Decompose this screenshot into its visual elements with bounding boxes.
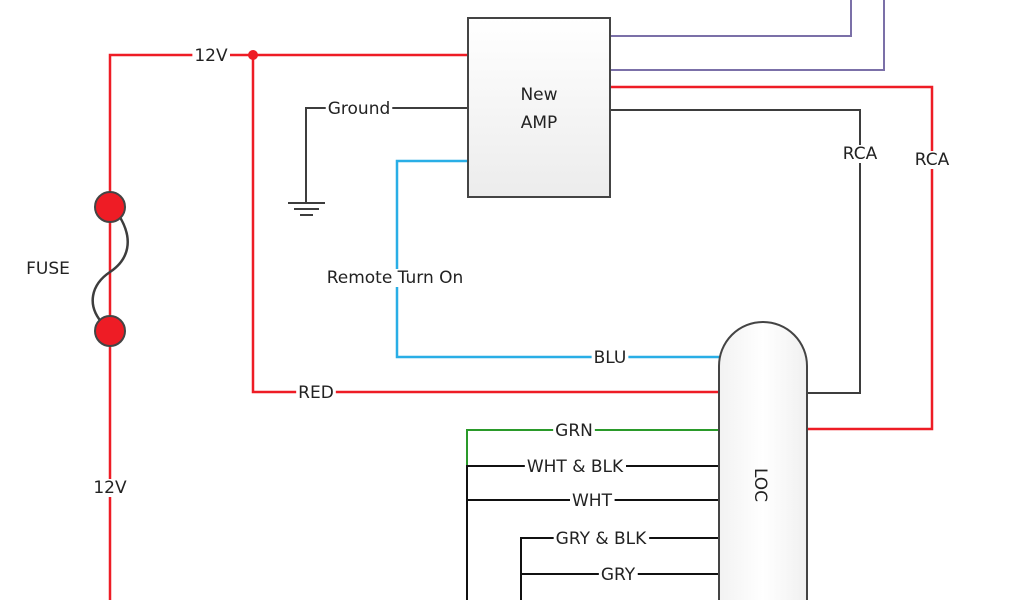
wire-rca-black <box>610 109 861 394</box>
amp-label-line2: AMP <box>521 113 558 133</box>
fuse-label: FUSE <box>26 259 70 279</box>
fuse-terminal-bottom <box>94 315 126 347</box>
wire-rca-red <box>610 85 934 431</box>
wire-label-grn: GRN <box>555 421 593 441</box>
wire-gry-blk <box>520 537 720 600</box>
amp-box <box>467 17 611 198</box>
wire-label-bg <box>570 492 615 510</box>
wire-red-branch <box>251 55 720 394</box>
wire-label-bg <box>840 145 880 163</box>
wire-label-rca2: RCA <box>915 150 950 170</box>
junction-dot <box>248 50 258 60</box>
wire-label-bg <box>325 100 393 118</box>
fuse-terminal-top <box>94 191 126 223</box>
wire-label-bg <box>912 151 952 169</box>
wire-label-ground: Ground <box>328 99 391 119</box>
wire-label-bg <box>553 422 595 440</box>
wire-grn <box>466 429 720 466</box>
wire-remote <box>395 159 720 359</box>
wire-label-v12-bottom: 12V <box>93 478 127 498</box>
wire-wht-blk <box>466 465 720 600</box>
loc-label: LOC <box>750 468 770 502</box>
wire-label-remote: Remote Turn On <box>327 268 464 288</box>
amp-label-line1: New <box>520 85 557 105</box>
wire-label-wht-blk: WHT & BLK <box>527 457 624 477</box>
wire-label-v12-top: 12V <box>194 46 228 66</box>
ground-icon <box>288 202 325 216</box>
wire-12v-top <box>108 53 468 600</box>
wire-label-bg <box>192 47 230 65</box>
wire-label-bg <box>591 349 629 367</box>
wire-label-gry: GRY <box>601 565 636 585</box>
loc-module <box>718 321 808 600</box>
wire-label-bg <box>524 458 627 476</box>
wire-label-rca1: RCA <box>843 144 878 164</box>
wire-label-gry-blk: GRY & BLK <box>556 529 647 549</box>
wire-label-bg <box>296 384 336 402</box>
wire-label-blu: BLU <box>594 348 627 368</box>
wire-speaker-2 <box>610 0 885 71</box>
wire-ground <box>305 107 468 203</box>
wire-label-red: RED <box>298 383 334 403</box>
wire-label-bg <box>598 566 638 584</box>
wire-label-bg <box>553 530 650 548</box>
wire-label-bg <box>91 479 129 497</box>
wire-label-wht: WHT <box>572 491 613 511</box>
fuse-link <box>91 213 129 326</box>
wire-label-bg <box>324 269 466 287</box>
wire-speaker-1 <box>610 0 852 37</box>
